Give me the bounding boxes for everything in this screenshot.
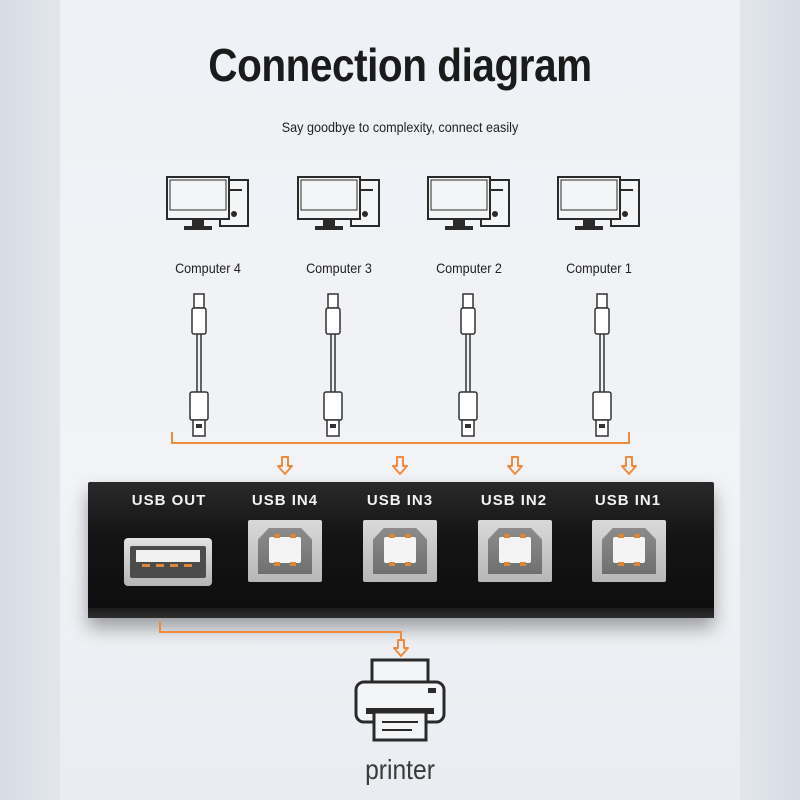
printer-label: printer — [365, 754, 435, 785]
printer-icon — [354, 658, 446, 742]
background-panel-left — [0, 0, 60, 800]
computer-label: Computer 1 — [566, 260, 632, 276]
usb-a-port-out — [124, 538, 212, 586]
computer-1: Computer 1 — [539, 176, 659, 286]
usb-switch-device: USB OUT USB IN4 USB IN3 USB IN2 USB IN1 — [88, 482, 714, 618]
usb-b-port-in2 — [478, 520, 552, 582]
desktop-computer-icon — [427, 176, 510, 230]
computer-label: Computer 4 — [175, 260, 241, 276]
page-title: Connection diagram — [208, 39, 592, 91]
computer-3: Computer 3 — [279, 176, 399, 286]
page-subtitle: Say goodbye to complexity, connect easil… — [281, 119, 519, 135]
usb-cable-icon — [189, 293, 209, 437]
port-label-usb-in3: USB IN3 — [366, 492, 434, 509]
usb-b-port-in3 — [363, 520, 437, 582]
usb-cable-icon — [592, 293, 612, 437]
usb-cable-icon — [323, 293, 343, 437]
computer-4: Computer 4 — [148, 176, 268, 286]
computer-label: Computer 2 — [436, 260, 502, 276]
port-label-usb-in1: USB IN1 — [594, 492, 662, 509]
background-panel-right — [740, 0, 800, 800]
desktop-computer-icon — [557, 176, 640, 230]
port-label-usb-in4: USB IN4 — [251, 492, 319, 509]
usb-b-port-in4 — [248, 520, 322, 582]
port-label-usb-out: USB OUT — [131, 492, 207, 509]
desktop-computer-icon — [297, 176, 380, 230]
desktop-computer-icon — [166, 176, 249, 230]
usb-b-port-in1 — [592, 520, 666, 582]
port-label-usb-in2: USB IN2 — [480, 492, 548, 509]
computer-2: Computer 2 — [409, 176, 529, 286]
usb-cable-icon — [458, 293, 478, 437]
computer-label: Computer 3 — [306, 260, 372, 276]
